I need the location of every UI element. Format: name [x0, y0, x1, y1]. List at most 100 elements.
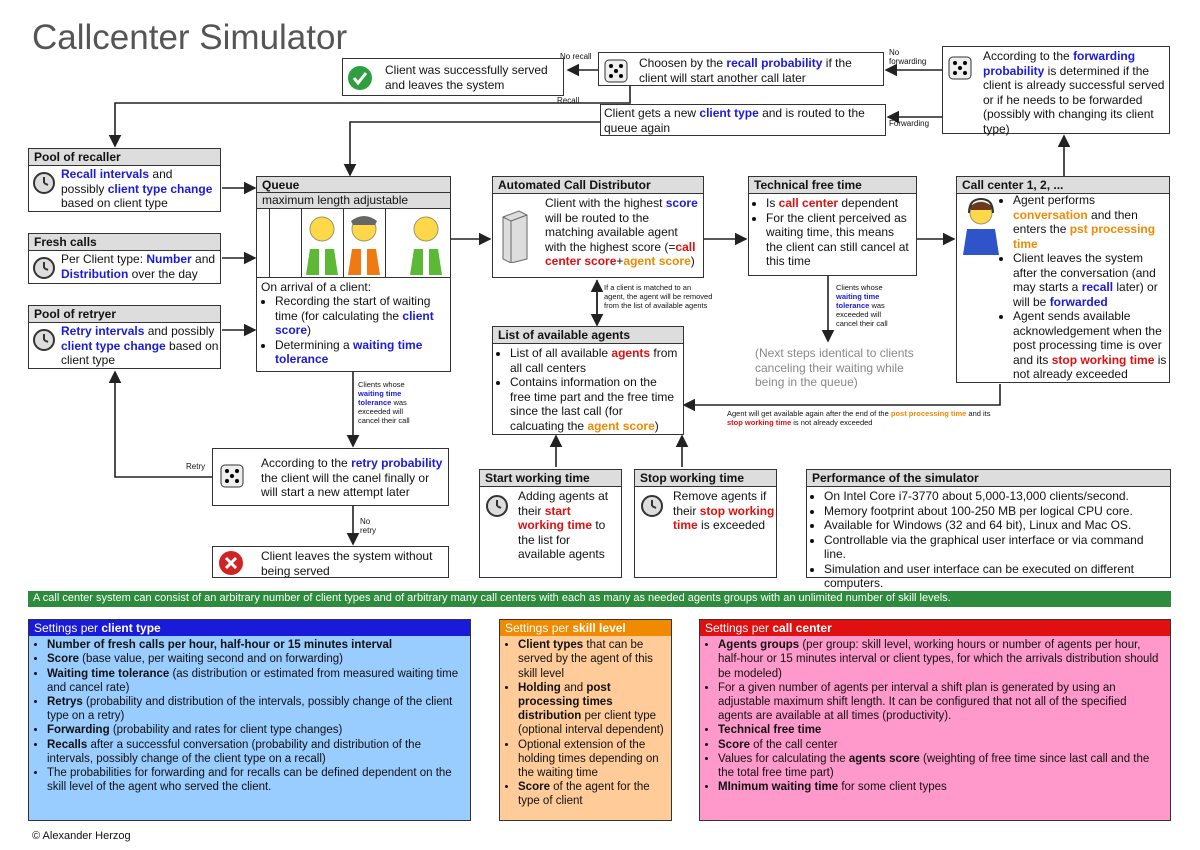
person-icon	[345, 213, 383, 280]
settings-item: Score of the agent for the type of clien…	[518, 780, 665, 808]
settings-call-center-header: Settings per call center	[700, 620, 1170, 637]
available-again-note: Agent will get available again after the…	[727, 409, 991, 427]
dice-icon	[945, 51, 977, 88]
alarm-clock-icon	[484, 492, 510, 523]
cancel-note-queue: Clients whose waiting time tolerance was…	[358, 380, 410, 425]
person-icon	[303, 213, 341, 280]
cross-icon	[218, 550, 244, 581]
pool-of-retryer-box: Pool of retryer Retry intervals and poss…	[28, 305, 221, 369]
queue-bullet: Determining a waiting time tolerance	[275, 338, 446, 367]
start-working-time-text: Adding agents at their start working tim…	[518, 489, 609, 561]
new-client-type-box: Client gets a new client type and is rou…	[600, 104, 886, 136]
available-agents-body: List of all available agents from all ca…	[493, 344, 683, 435]
performance-header: Performance of the simulator	[807, 470, 1170, 487]
stop-working-time-header: Stop working time	[635, 470, 776, 487]
fresh-calls-box: Fresh calls Per Client type: Number and …	[28, 233, 221, 284]
no-recall-label: No recall	[560, 52, 592, 61]
agent-headset-icon	[961, 197, 1001, 260]
copyright: © Alexander Herzog	[32, 830, 131, 842]
settings-item: Waiting time tolerance (as distribution …	[47, 667, 464, 695]
queue-header: Queue	[257, 177, 450, 193]
recall-probability-box: Choosen by the recall probability if the…	[598, 52, 884, 86]
forwarding-probability-box: According to the forwarding probability …	[942, 46, 1170, 136]
start-working-time-header: Start working time	[480, 470, 621, 487]
forwarding-probability-text: According to the forwarding probability …	[983, 49, 1165, 136]
settings-item: Recalls after a successful conversation …	[47, 738, 464, 766]
pool-of-recaller-header: Pool of recaller	[29, 149, 220, 166]
leaves-unserved-text: Client leaves the system without being s…	[261, 549, 433, 578]
alarm-clock-icon	[31, 254, 57, 285]
pool-of-retryer-header: Pool of retryer	[29, 306, 220, 323]
server-icon	[499, 209, 531, 268]
stop-working-time-box: Stop working time Remove agents if their…	[634, 469, 777, 578]
success-box: Client was successfully served and leave…	[342, 58, 564, 96]
call-center-bullet: Client leaves the system after the conve…	[1013, 251, 1169, 309]
performance-item: Simulation and user interface can be exe…	[824, 562, 1167, 591]
tech-bullet: For the client perceived as waiting time…	[766, 211, 913, 269]
settings-item: The probabilities for forwarding and for…	[47, 766, 464, 794]
call-center-bullet: Agent sends available acknowledgement wh…	[1013, 309, 1169, 382]
tech-bullet: Is call center dependent	[766, 196, 913, 211]
recall-probability-text: Choosen by the recall probability if the…	[639, 56, 852, 85]
settings-item: Values for calculating the agents score …	[718, 752, 1164, 780]
dice-icon	[217, 459, 249, 496]
settings-skill-level-box: Settings per skill level Client types th…	[499, 619, 672, 821]
next-steps-note: (Next steps identical to clients canceli…	[755, 346, 914, 389]
settings-item: For a given number of agents per interva…	[718, 681, 1164, 724]
available-agents-box: List of available agents List of all ava…	[492, 326, 684, 435]
settings-item: Client types that can be served by the a…	[518, 638, 665, 681]
page-title: Callcenter Simulator	[32, 18, 348, 57]
dice-icon	[601, 54, 633, 91]
settings-call-center-list: Agents groups (per group: skill level, w…	[700, 636, 1170, 794]
call-center-body: Agent performs conversation and then ent…	[1001, 193, 1169, 382]
recall-label: Recall	[557, 96, 580, 105]
start-working-time-box: Start working time Adding agents at thei…	[479, 469, 622, 578]
settings-item: Number of fresh calls per hour, half-hou…	[47, 638, 464, 652]
performance-item: Controllable via the graphical user inte…	[824, 533, 1167, 562]
alarm-clock-icon	[639, 492, 665, 523]
retry-probability-text: According to the retry probability the c…	[261, 456, 443, 499]
queue-arrival-text: On arrival of a client:	[261, 279, 372, 294]
call-center-bullet: Agent performs conversation and then ent…	[1013, 193, 1169, 251]
fresh-calls-header: Fresh calls	[29, 234, 220, 251]
available-agents-header: List of available agents	[493, 327, 683, 344]
settings-call-center-box: Settings per call center Agents groups (…	[699, 619, 1171, 821]
queue-box: Queue maximum length adjustable On arriv…	[256, 176, 451, 372]
matched-note: If a client is matched to an agent, the …	[604, 283, 713, 310]
technical-free-time-header: Technical free time	[749, 177, 916, 194]
settings-item: Agents groups (per group: skill level, w…	[718, 638, 1164, 681]
technical-free-time-body: Is call center dependent For the client …	[749, 194, 916, 271]
agents-bullet: Contains information on the free time pa…	[510, 375, 680, 433]
fresh-calls-text: Per Client type: Number and Distribution…	[61, 252, 216, 281]
settings-client-type-box: Settings per client type Number of fresh…	[28, 619, 471, 821]
queue-subheader: maximum length adjustable	[257, 193, 450, 209]
settings-skill-level-header: Settings per skill level	[500, 620, 671, 637]
queue-body: On arrival of a client: Recording the st…	[257, 278, 450, 367]
summary-banner: A call center system can consist of an a…	[28, 591, 1171, 607]
settings-item: Retrys (probability and distribution of …	[47, 695, 464, 723]
call-center-box: Call center 1, 2, ... Agent performs con…	[956, 176, 1170, 383]
alarm-clock-icon	[31, 326, 57, 357]
performance-item: Memory footprint about 100-250 MB per lo…	[824, 504, 1167, 519]
retry-probability-box: According to the retry probability the c…	[212, 448, 449, 506]
pool-of-retryer-text: Retry intervals and possibly client type…	[61, 324, 219, 367]
forwarding-label: Forwarding	[889, 119, 930, 128]
settings-client-type-list: Number of fresh calls per hour, half-hou…	[29, 636, 470, 794]
technical-free-time-box: Technical free time Is call center depen…	[748, 176, 917, 276]
acd-box: Automated Call Distributor Client with t…	[492, 176, 704, 278]
cancel-note-tech: Clients whose waiting time tolerance was…	[836, 283, 888, 328]
pool-of-recaller-text: Recall intervals and possibly client typ…	[61, 167, 213, 210]
leaves-unserved-box: Client leaves the system without being s…	[212, 546, 449, 578]
queue-slots	[257, 208, 450, 280]
retry-label: Retry	[186, 462, 206, 471]
acd-text: Client with the highest score will be ro…	[545, 196, 698, 268]
call-center-header: Call center 1, 2, ...	[957, 177, 1169, 194]
settings-item: Score of the call center	[718, 738, 1164, 752]
performance-item: On Intel Core i7-3770 about 5,000-13,000…	[824, 489, 1167, 504]
performance-body: On Intel Core i7-3770 about 5,000-13,000…	[807, 487, 1170, 593]
no-retry-label: No retry	[360, 517, 376, 535]
queue-bullet: Recording the start of waiting time (for…	[275, 294, 446, 338]
success-text: Client was successfully served and leave…	[385, 63, 548, 92]
check-icon	[347, 65, 373, 96]
